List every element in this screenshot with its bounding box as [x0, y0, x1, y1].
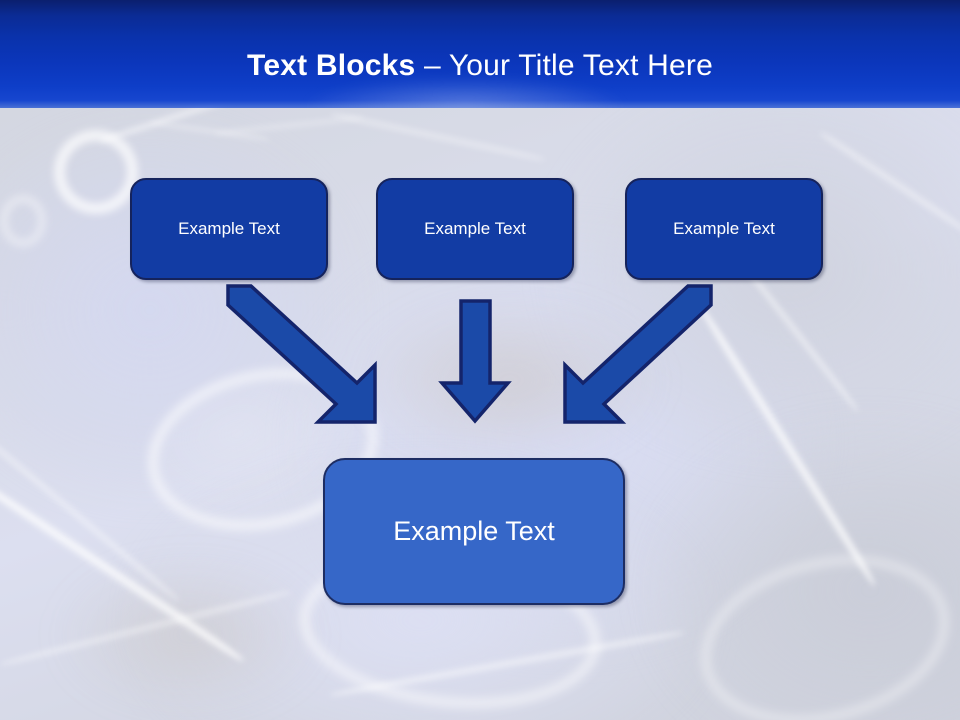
background-warm-patch-center — [360, 300, 660, 460]
background-cell-ring-upper-left — [54, 130, 138, 214]
background-sweep-right-3 — [817, 128, 960, 237]
page-title-bold: Text Blocks — [247, 49, 416, 82]
text-block-3[interactable]: Example Text — [625, 178, 823, 280]
text-block-3-label: Example Text — [673, 219, 775, 238]
slide-header-bar: Text Blocks – Your Title Text Here — [0, 0, 960, 108]
text-block-2[interactable]: Example Text — [376, 178, 574, 280]
background-cell-oval-bottom-right — [684, 532, 960, 720]
background-sweep-top — [329, 110, 547, 164]
text-block-summary[interactable]: Example Text — [323, 458, 625, 605]
background-sweep-right-1 — [694, 302, 880, 590]
page-title: Text Blocks – Your Title Text Here — [0, 48, 960, 84]
header-glow — [300, 76, 630, 108]
text-block-2-label: Example Text — [424, 219, 526, 238]
text-block-summary-label: Example Text — [393, 516, 555, 546]
page-title-rest: – Your Title Text Here — [415, 49, 713, 82]
text-block-1-label: Example Text — [178, 219, 280, 238]
text-block-1[interactable]: Example Text — [130, 178, 328, 280]
background-cell-ring-left-edge — [0, 195, 46, 247]
